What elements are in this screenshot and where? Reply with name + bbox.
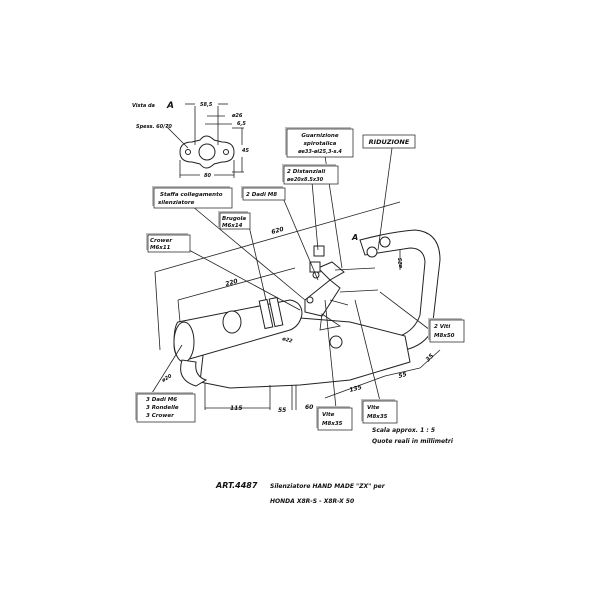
- growers-label: 3 Crower: [146, 413, 174, 419]
- callouts: Guarnizione spirotalica øe33-øi25,3-s.4 …: [135, 127, 465, 431]
- dim-width: 58,5: [200, 102, 213, 108]
- units-note: Quote reali in millimetri: [372, 438, 454, 445]
- nuts-m6-label: 3 Dadi M6: [146, 397, 177, 403]
- dim-35: 35: [424, 353, 435, 364]
- view-letter: A: [166, 101, 174, 111]
- screws-m8x50-label: 2 Viti: [434, 324, 450, 330]
- dim-135: 135: [349, 384, 363, 394]
- dim-height: 45: [242, 148, 249, 154]
- dim-d25: ø25: [398, 257, 404, 269]
- dim-diameter: ø26: [231, 113, 243, 119]
- screw-a-size: M8x35: [322, 421, 343, 427]
- leader-lines: [151, 147, 441, 410]
- washers-label: 3 Rondelle: [146, 405, 179, 411]
- dimension-labels: 620 220 ø25 ø22 ø20 115 55 60 135 55 35: [160, 226, 435, 414]
- screw-b-label: Vite: [367, 405, 380, 411]
- view-marker: A: [351, 233, 358, 242]
- exhaust-assembly: [173, 229, 441, 389]
- screw-a-label: Vite: [322, 412, 335, 418]
- article-number: ART.4487: [215, 481, 258, 490]
- reduction-label: RIDUZIONE: [369, 138, 410, 146]
- flange-view: Vista da A 58,5 ø26 6,5 Spess. 60/70 45 …: [132, 101, 249, 179]
- allen-size: M6x14: [222, 223, 243, 229]
- dim-offset: 6,5: [237, 121, 246, 127]
- dim-220: 220: [225, 278, 239, 288]
- grower-label: Crower: [150, 238, 172, 244]
- dim-620: 620: [271, 226, 285, 236]
- gasket-size: øe33-øi25,3-s.4: [297, 149, 342, 155]
- gasket-label-2: spirotalica: [304, 141, 337, 147]
- bracket-label-2: silenziatore: [158, 200, 195, 206]
- vehicle-model: HONDA X8R-S - X8R-X 50: [270, 498, 354, 505]
- gasket-label: Guarnizione: [301, 133, 338, 139]
- dim-d20: ø20: [160, 373, 173, 384]
- grower-size: M6x11: [150, 245, 171, 251]
- screws-m8x50-size: M8x50: [434, 333, 455, 339]
- dim-base: 80: [204, 173, 211, 179]
- scale-note: Scala approx. 1 : 5: [372, 427, 435, 434]
- dim-115: 115: [230, 405, 243, 412]
- thickness-label: Spess. 60/70: [136, 124, 172, 130]
- spacers-size: øe20x8.5x30: [286, 177, 324, 183]
- dim-60: 60: [305, 404, 313, 411]
- nuts-m8-label: 2 Dadi M8: [246, 192, 277, 198]
- screw-b-size: M8x35: [367, 414, 388, 420]
- bracket-label: Staffa collegamento: [160, 192, 223, 198]
- dim-d22: ø22: [281, 336, 294, 345]
- view-label: Vista da: [132, 103, 156, 109]
- allen-label: Brugola: [222, 216, 246, 222]
- dim-55a: 55: [278, 407, 286, 414]
- spacers-label: 2 Distanziali: [287, 169, 325, 175]
- product-description: Silenziatore HAND MADE "ZX" per: [270, 483, 386, 490]
- dim-55b: 55: [398, 371, 408, 380]
